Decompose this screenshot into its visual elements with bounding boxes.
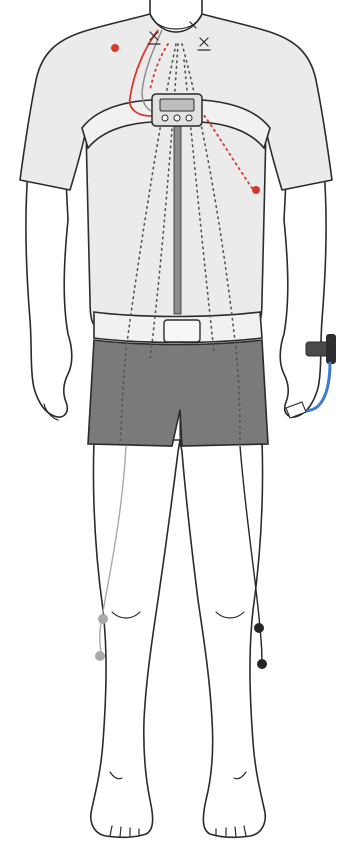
left-arm: [26, 170, 72, 417]
shorts: [88, 340, 268, 446]
left-leg: [91, 440, 180, 837]
recorder-screen: [160, 99, 194, 111]
recorder-button-1: [162, 115, 168, 121]
red-electrode-left-shoulder: [111, 44, 119, 52]
left-leg-electrode-upper: [98, 614, 108, 624]
right-arm: [280, 170, 326, 417]
left-leg-electrode-lower: [95, 651, 105, 661]
red-electrode-right-chest: [252, 186, 260, 194]
chest-recorder-device: [152, 94, 202, 126]
belt-buckle: [164, 320, 200, 342]
right-leg-electrode-upper: [254, 623, 264, 633]
recorder-button-3: [186, 115, 192, 121]
recorder-button-2: [174, 115, 180, 121]
wrist-device: [326, 334, 336, 364]
right-leg: [180, 440, 265, 837]
right-leg-electrode-lower: [257, 659, 267, 669]
vertical-strap: [174, 118, 181, 314]
legs: [91, 440, 265, 837]
